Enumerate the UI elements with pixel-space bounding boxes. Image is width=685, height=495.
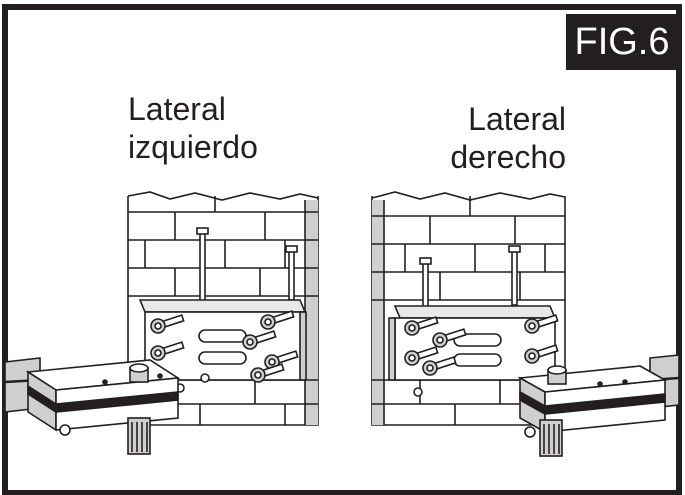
right-caption-line1: Lateral xyxy=(468,101,566,137)
left-side-caption: Lateral izquierdo xyxy=(128,90,258,166)
left-operator-unit xyxy=(25,359,181,455)
right-side-caption: Lateral derecho xyxy=(410,100,566,176)
right-mounting-bracket xyxy=(388,305,557,381)
figure-border xyxy=(2,4,682,495)
right-caption-line2: derecho xyxy=(450,139,566,175)
left-bolts xyxy=(150,310,299,393)
left-caption-line2: izquierdo xyxy=(128,129,258,165)
left-caption-line1: Lateral xyxy=(128,91,226,127)
figure-label: FIG.6 xyxy=(566,14,678,70)
right-operator-unit xyxy=(517,365,668,457)
right-bolts xyxy=(404,314,559,397)
